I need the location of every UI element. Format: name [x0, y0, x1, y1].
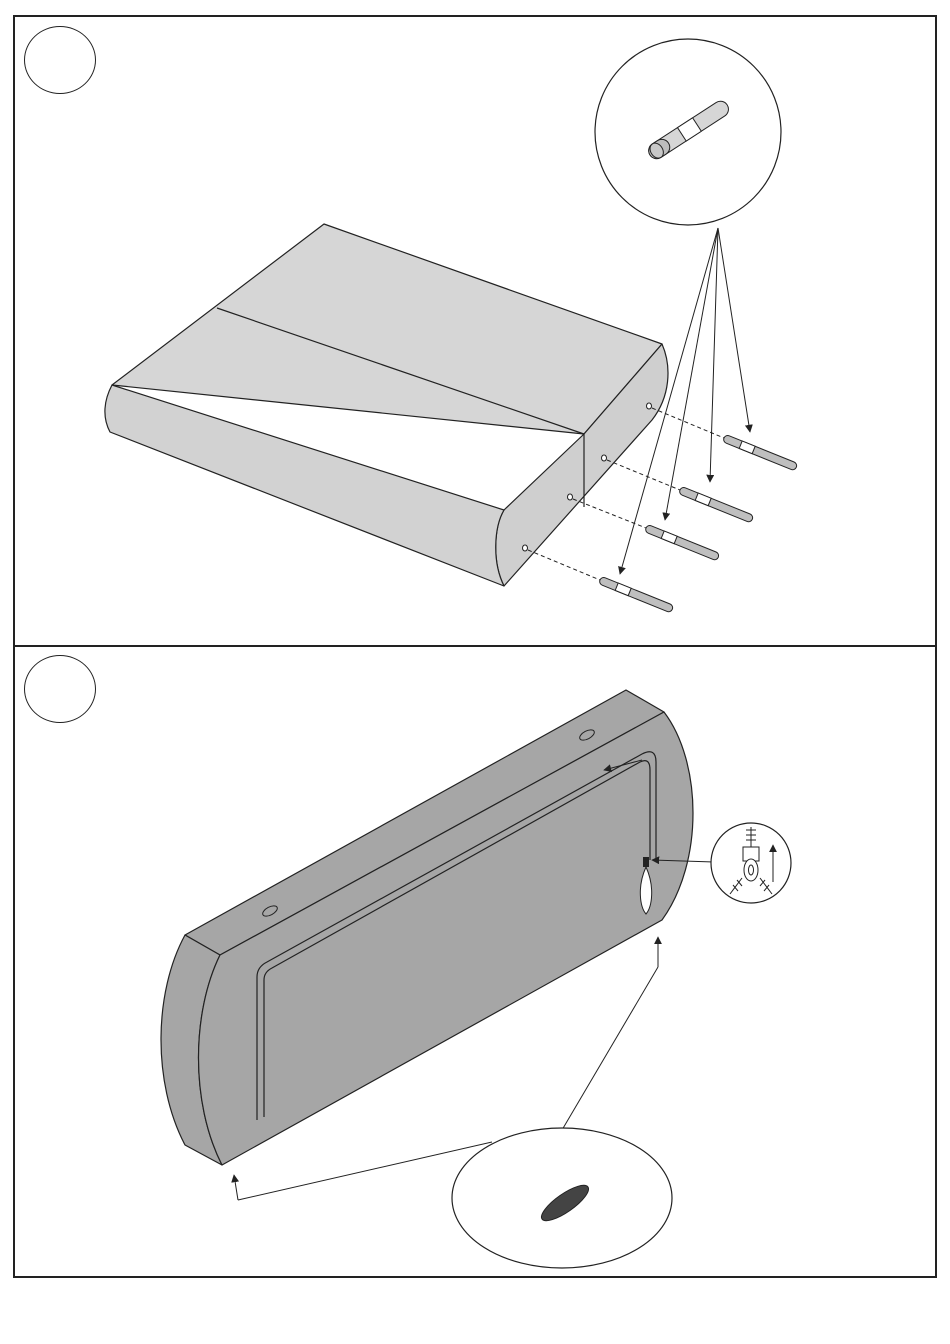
step-panel-2	[13, 645, 937, 1278]
magnifier-glide-detail	[452, 1128, 672, 1268]
dowel-pin	[599, 576, 674, 613]
panel-zipper-illustration	[15, 647, 935, 1276]
magnifier-dowel-detail	[595, 39, 781, 225]
upholstered-panel	[161, 690, 693, 1165]
cushion-block	[105, 224, 668, 586]
cushion-assembly-illustration	[15, 17, 935, 645]
dowel-hole	[568, 494, 573, 500]
dowel-pin	[723, 434, 798, 471]
panel-front-face	[199, 712, 694, 1165]
dowel-hole	[647, 403, 652, 409]
dowel-pin	[645, 524, 720, 561]
dowel-hole	[523, 545, 528, 551]
step-panel-1	[13, 15, 937, 647]
cushion-top-surface	[112, 224, 662, 434]
dowel-pins	[599, 434, 798, 613]
dowel-pin	[679, 486, 754, 523]
zipper-detail	[711, 823, 791, 903]
dowel-hole	[602, 455, 607, 461]
